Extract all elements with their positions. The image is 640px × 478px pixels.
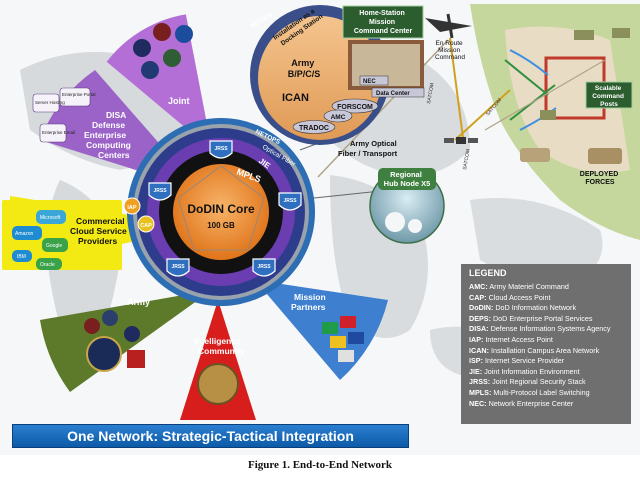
home-station-label: Home-Station Mission Command Center: [354, 10, 413, 35]
legend-item: JIE: Joint Information Environment: [469, 367, 631, 378]
jrss-shields: JRSS JRSS JRSS JRSS JRSS: [148, 140, 302, 277]
cap-badge: CAP: [137, 215, 155, 233]
legend-abbr: DISA:: [469, 324, 489, 334]
regional-hub-label: Regional Hub Node X5: [384, 170, 431, 188]
scalable-command-posts: Scalable Command Posts: [585, 81, 633, 109]
legend-title: LEGEND: [469, 268, 507, 278]
satellite-icon: [444, 137, 478, 144]
satcom-label-1: SATCOM: [426, 83, 436, 105]
legend-item: CAP: Cloud Access Point: [469, 293, 631, 304]
joint-label: Joint: [168, 96, 190, 106]
satcom-label-3: SATCOM: [462, 149, 472, 171]
jrss-shield-icon: JRSS: [166, 258, 190, 277]
iap-badge: IAP: [123, 197, 141, 215]
legend-text: Joint Information Environment: [484, 366, 580, 376]
scalable-command-posts-label: Scalable Command Posts: [592, 85, 626, 108]
jrss-shield-icon: JRSS: [209, 140, 233, 159]
legend-item: AMC: Army Materiel Command: [469, 282, 631, 293]
one-network-banner: One Network: Strategic-Tactical Integrat…: [12, 424, 409, 448]
legend-text: Network Enterprise Center: [488, 398, 574, 408]
legend-abbr: DoDIN:: [469, 303, 494, 313]
svg-text:JRSS: JRSS: [257, 264, 271, 270]
disa-label: DISA Defense Enterprise Computing Center…: [84, 110, 133, 160]
svg-text:CAP: CAP: [140, 223, 152, 229]
legend-abbr: MPLS:: [469, 387, 492, 397]
deployed-forces-area: [470, 4, 640, 240]
google-label: Google: [46, 243, 62, 249]
dodin-core-title: DoDIN Core: [187, 202, 255, 216]
legend-abbr: IAP:: [469, 334, 484, 344]
amc-label: AMC: [331, 114, 346, 121]
legend-text: Army Materiel Command: [489, 282, 569, 291]
commercial-cloud-label: Commercial Cloud Service Providers: [70, 216, 129, 246]
legend-abbr: ICAN:: [469, 345, 489, 355]
legend-abbr: DEPS:: [469, 313, 491, 323]
intelligence-label: Intelligence Community: [194, 336, 245, 356]
legend-item: DoDIN: DoD Information Network: [469, 303, 631, 314]
army-optical-label: Army Optical Fiber / Transport: [338, 139, 399, 158]
jrss-shield-icon: JRSS: [278, 192, 302, 211]
legend-text: DoD Information Network: [495, 303, 577, 313]
svg-text:JRSS: JRSS: [214, 146, 228, 152]
legend-abbr: JRSS:: [469, 377, 491, 387]
legend-item: NEC: Network Enterprise Center: [469, 399, 631, 410]
sector-army[interactable]: Army: [40, 290, 212, 392]
sector-joint[interactable]: Joint: [102, 13, 212, 162]
sector-mission-partners[interactable]: Mission Partners: [255, 280, 388, 380]
tradoc-label: TRADOC: [299, 125, 329, 132]
deployed-forces-label: DEPLOYED FORCES: [580, 171, 620, 186]
legend-item: IAP: Internet Access Point: [469, 335, 631, 346]
legend-item: MPLS: Multi-Protocol Label Switching: [469, 388, 631, 399]
legend-text: Multi-Protocol Label Switching: [493, 387, 590, 397]
svg-text:IAP: IAP: [127, 205, 137, 211]
enterprise-email-label: Enterprise Email: [42, 130, 75, 135]
svg-text:JRSS: JRSS: [171, 264, 185, 270]
legend-text: Internet Service Provider: [484, 356, 565, 366]
jrss-shield-icon: JRSS: [148, 182, 172, 201]
nec-label: NEC: [363, 79, 376, 85]
microsoft-label: Microsoft: [40, 215, 61, 221]
en-route-label: En Route Mission Command: [435, 40, 465, 61]
ibm-label: IBM: [17, 254, 26, 260]
legend-text: DoD Enterprise Portal Services: [492, 313, 593, 323]
legend-text: Installation Campus Area Network: [490, 345, 600, 355]
data-center-label: Data Center: [376, 91, 410, 97]
mission-partners-label: Mission Partners: [291, 292, 328, 312]
enterprise-portal-label: Enterprise Portal: [62, 92, 96, 97]
legend-item: DISA: Defense Information Systems Agency: [469, 324, 631, 335]
oracle-label: Oracle: [40, 262, 55, 268]
forscom-label: FORSCOM: [337, 104, 373, 111]
ican-label: ICAN: [282, 92, 309, 104]
svg-text:JRSS: JRSS: [153, 188, 167, 194]
regional-hub-node[interactable]: Regional Hub Node X5: [369, 168, 445, 244]
army-bpcs-label: Army B/P/C/S: [288, 58, 321, 79]
legend-item: ICAN: Installation Campus Area Network: [469, 346, 631, 357]
legend-text: Internet Access Point: [485, 334, 553, 344]
legend-abbr: CAP:: [469, 292, 487, 302]
svg-text:JRSS: JRSS: [283, 198, 297, 204]
legend-item: ISP: Internet Service Provider: [469, 356, 631, 367]
server-hosting-label: Server Hosting: [35, 100, 65, 105]
sector-intelligence[interactable]: Intelligence Community: [180, 300, 256, 420]
en-route-mission-command: En Route Mission Command: [425, 13, 472, 61]
figure-caption: Figure 1. End-to-End Network: [247, 459, 393, 471]
legend-abbr: NEC:: [469, 398, 487, 408]
legend-text: Defense Information Systems Agency: [490, 324, 611, 334]
amazon-label: Amazon: [15, 231, 34, 237]
sector-commercial-cloud[interactable]: Microsoft Amazon Google IBM Oracle Comme…: [2, 196, 200, 270]
legend-item: JRSS: Joint Regional Security Stack: [469, 377, 631, 388]
army-sector-label: Army: [127, 297, 150, 307]
legend-text: Cloud Access Point: [488, 292, 551, 302]
legend-abbr: AMC:: [469, 282, 488, 291]
legend-text: Joint Regional Security Stack: [492, 377, 586, 387]
legend-item: DEPS: DoD Enterprise Portal Services: [469, 314, 631, 325]
jrss-shield-icon: JRSS: [252, 258, 276, 277]
dodin-core-capacity: 100 GB: [207, 221, 235, 230]
legend-abbr: ISP:: [469, 356, 483, 366]
legend-abbr: JIE:: [469, 366, 483, 376]
